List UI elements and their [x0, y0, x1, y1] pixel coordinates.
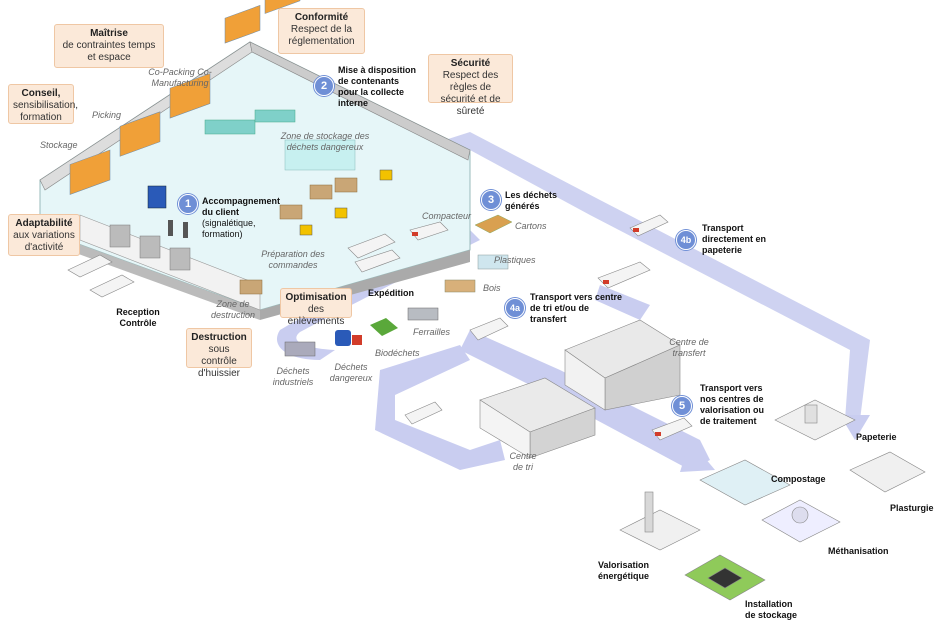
step-2-marker: 2	[314, 76, 334, 96]
trucks	[67, 214, 693, 441]
waste-dechets-industriels: Déchets industriels	[272, 366, 314, 387]
step-2-label: Mise à disposition de contenants pour la…	[338, 65, 417, 108]
zone-compacteur: Compacteur	[422, 211, 472, 221]
reception-label: Reception Contrôle	[116, 307, 160, 328]
zone-destruction: Zone de destruction	[210, 299, 256, 320]
step-1-marker: 1	[178, 194, 198, 214]
zone-copacking: Co-Packing Co-Manufacturing	[148, 67, 212, 88]
waste-dechets-dangereux: Déchets dangereux	[329, 362, 373, 383]
step-5-label: Transport vers nos centres de valorisati…	[700, 383, 765, 426]
step-3-label: Les déchets générés	[505, 190, 558, 211]
step-4a-marker: 4a	[505, 298, 525, 318]
dest-methanisation: Méthanisation	[828, 546, 889, 556]
dest-valorisation: Valorisation énergétique	[598, 560, 650, 581]
centre-transfert-building	[564, 319, 681, 411]
waste-items	[284, 214, 513, 357]
waste-cartons: Cartons	[515, 221, 547, 231]
dest-papeterie: Papeterie	[856, 432, 897, 442]
zone-stockage: Stockage	[40, 140, 78, 150]
storage-racks	[69, 0, 301, 195]
step-3-marker: 3	[481, 190, 501, 210]
waste-ferrailles: Ferrailles	[413, 327, 451, 337]
destinations	[619, 399, 926, 601]
step-1-label: Accompagnement du client(signalétique, f…	[202, 196, 281, 239]
waste-plastiques: Plastiques	[494, 255, 536, 265]
step-4a-label: Transport vers centre de tri et/ou de tr…	[530, 292, 623, 324]
info-box-conseil: Conseil,sensibilisation, formation	[8, 84, 78, 124]
dest-compostage: Compostage	[771, 474, 826, 484]
centre-tri-building	[479, 377, 596, 459]
zone-centre-transfert: Centre de transfert	[669, 337, 709, 358]
step-4b-marker: 4b	[676, 230, 696, 250]
waste-bois: Bois	[483, 283, 501, 293]
zone-centre-tri: Centre de tri	[509, 451, 537, 472]
expedition-label: Expédition	[368, 288, 415, 298]
dest-plasturgie: Plasturgie	[890, 503, 934, 513]
step-4b-label: Transport directement en papeterie	[702, 223, 767, 255]
zone-picking: Picking	[92, 110, 122, 120]
zone-dechets-dangereux: Zone de stockage des déchets dangereux	[280, 131, 370, 152]
zone-preparation: Préparation des commandes	[261, 249, 325, 270]
step-5-marker: 5	[672, 396, 692, 416]
dest-installation: Installation de stockage	[745, 599, 798, 620]
waste-biodechets: Biodéchets	[375, 348, 420, 358]
